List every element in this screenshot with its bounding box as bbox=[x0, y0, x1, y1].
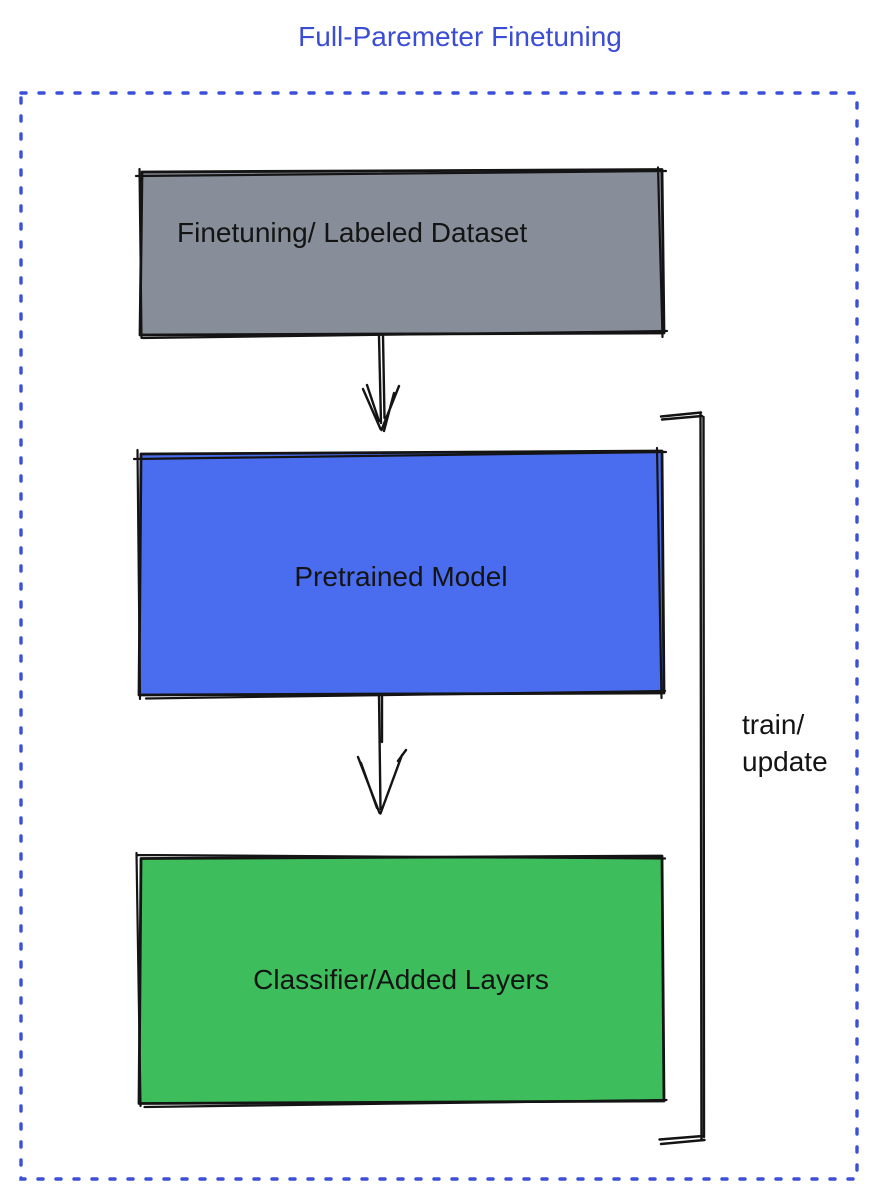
arrow-down-1 bbox=[361, 334, 401, 433]
pretrained-box-sketch-stroke bbox=[132, 446, 668, 701]
dataset-box bbox=[138, 168, 666, 337]
pretrained-box-label: Pretrained Model bbox=[294, 561, 508, 592]
bracket-label: train/ update bbox=[742, 706, 828, 780]
arrow-down-2 bbox=[356, 693, 408, 815]
diagram-title: Full-Paremeter Finetuning bbox=[298, 21, 622, 52]
train-update-bracket bbox=[658, 411, 706, 1146]
bracket-label-line1: train/ bbox=[742, 709, 805, 740]
classifier-box-label: Classifier/Added Layers bbox=[253, 964, 549, 995]
classifier-box-sketch-stroke bbox=[135, 851, 668, 1109]
bracket-label-line2: update bbox=[742, 746, 828, 777]
dataset-box-label: Finetuning/ Labeled Dataset bbox=[177, 217, 528, 248]
dotted-frame-border bbox=[19, 91, 859, 1181]
dataset-box-sketch-stroke bbox=[134, 166, 669, 340]
